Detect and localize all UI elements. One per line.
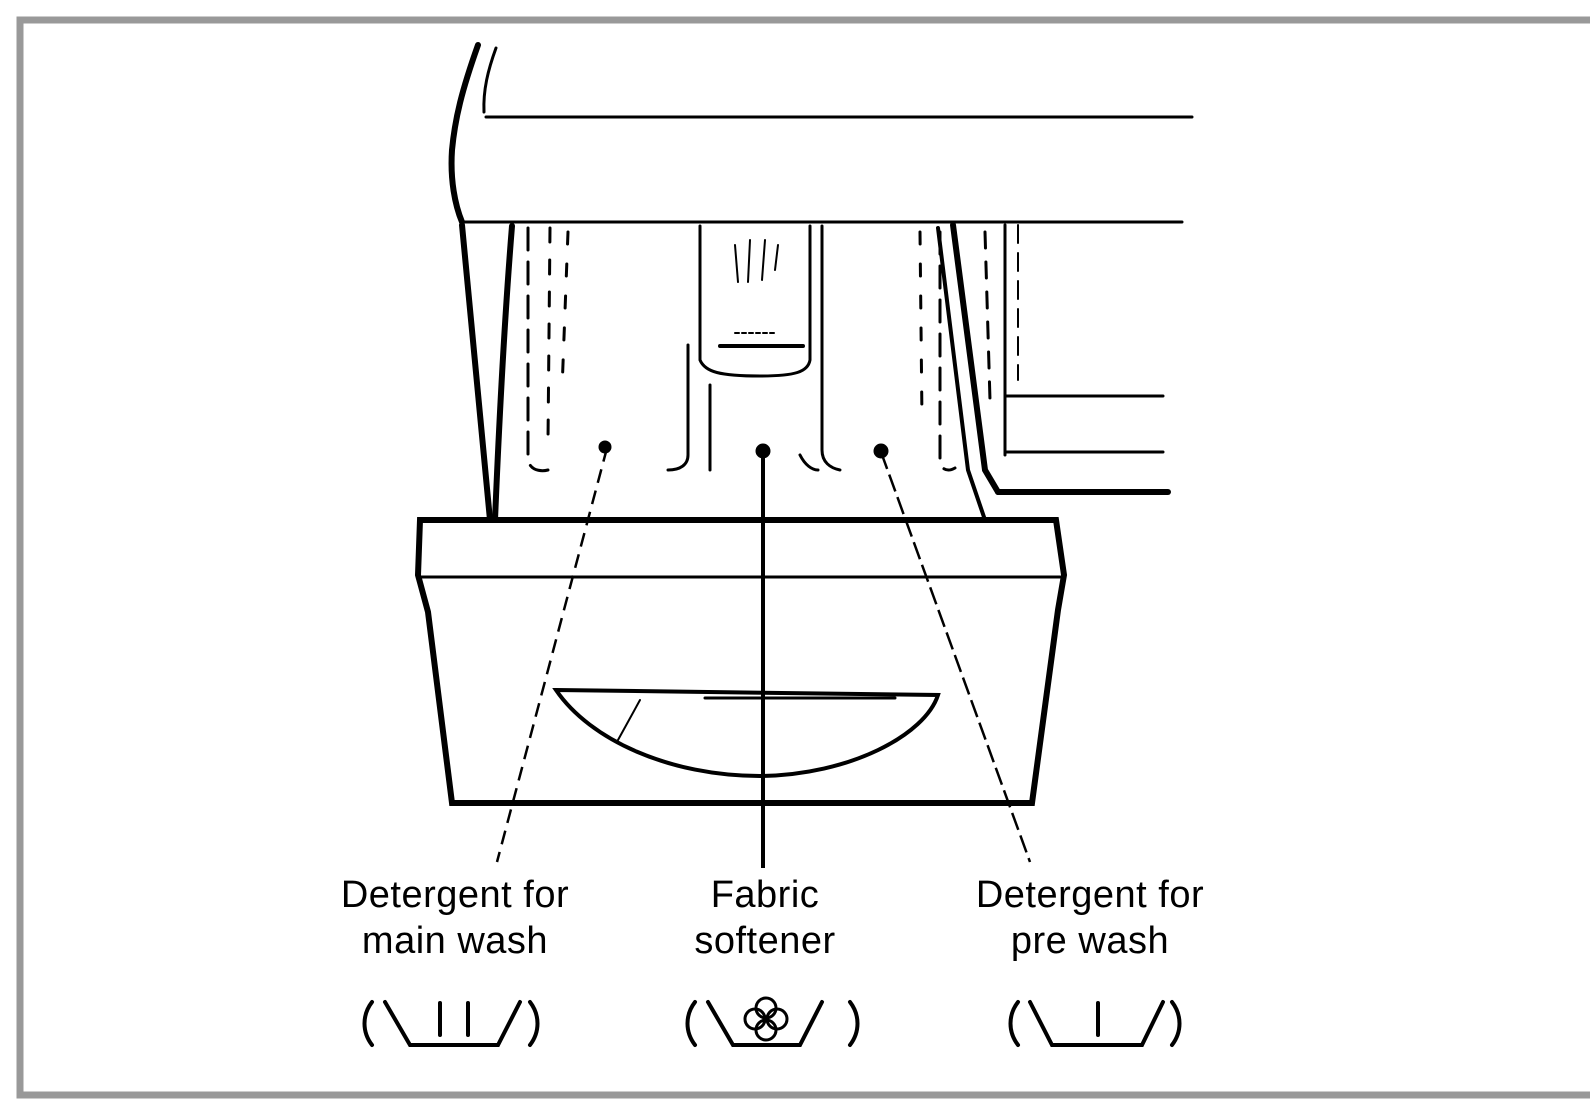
leader-pre-wash — [879, 451, 1032, 863]
leader-lines — [495, 440, 1032, 868]
leader-pre-wash-dot — [873, 443, 889, 459]
drawer-body — [414, 222, 1068, 806]
label-softener-line1: Fabric — [710, 874, 820, 916]
pre-wash-symbol-icon — [1008, 1000, 1182, 1047]
leader-fabric-softener-dot — [755, 443, 771, 459]
main-wash-symbol-icon — [362, 1000, 540, 1047]
label-softener-line2: softener — [694, 920, 836, 962]
fabric-softener-symbol-icon — [685, 996, 860, 1047]
leader-main-wash — [495, 447, 609, 863]
label-detergent-main-wash: Detergent for main wash — [300, 872, 610, 964]
label-main-line1: Detergent for — [340, 874, 570, 916]
label-pre-line1: Detergent for — [975, 874, 1205, 916]
label-pre-line2: pre wash — [1010, 920, 1170, 962]
leader-main-wash-dot — [598, 440, 612, 454]
figure-border — [16, 16, 1590, 1099]
label-main-line2: main wash — [361, 920, 549, 962]
machine-body — [448, 42, 1194, 495]
label-fabric-softener: Fabric softener — [650, 872, 880, 964]
label-detergent-pre-wash: Detergent for pre wash — [930, 872, 1250, 964]
